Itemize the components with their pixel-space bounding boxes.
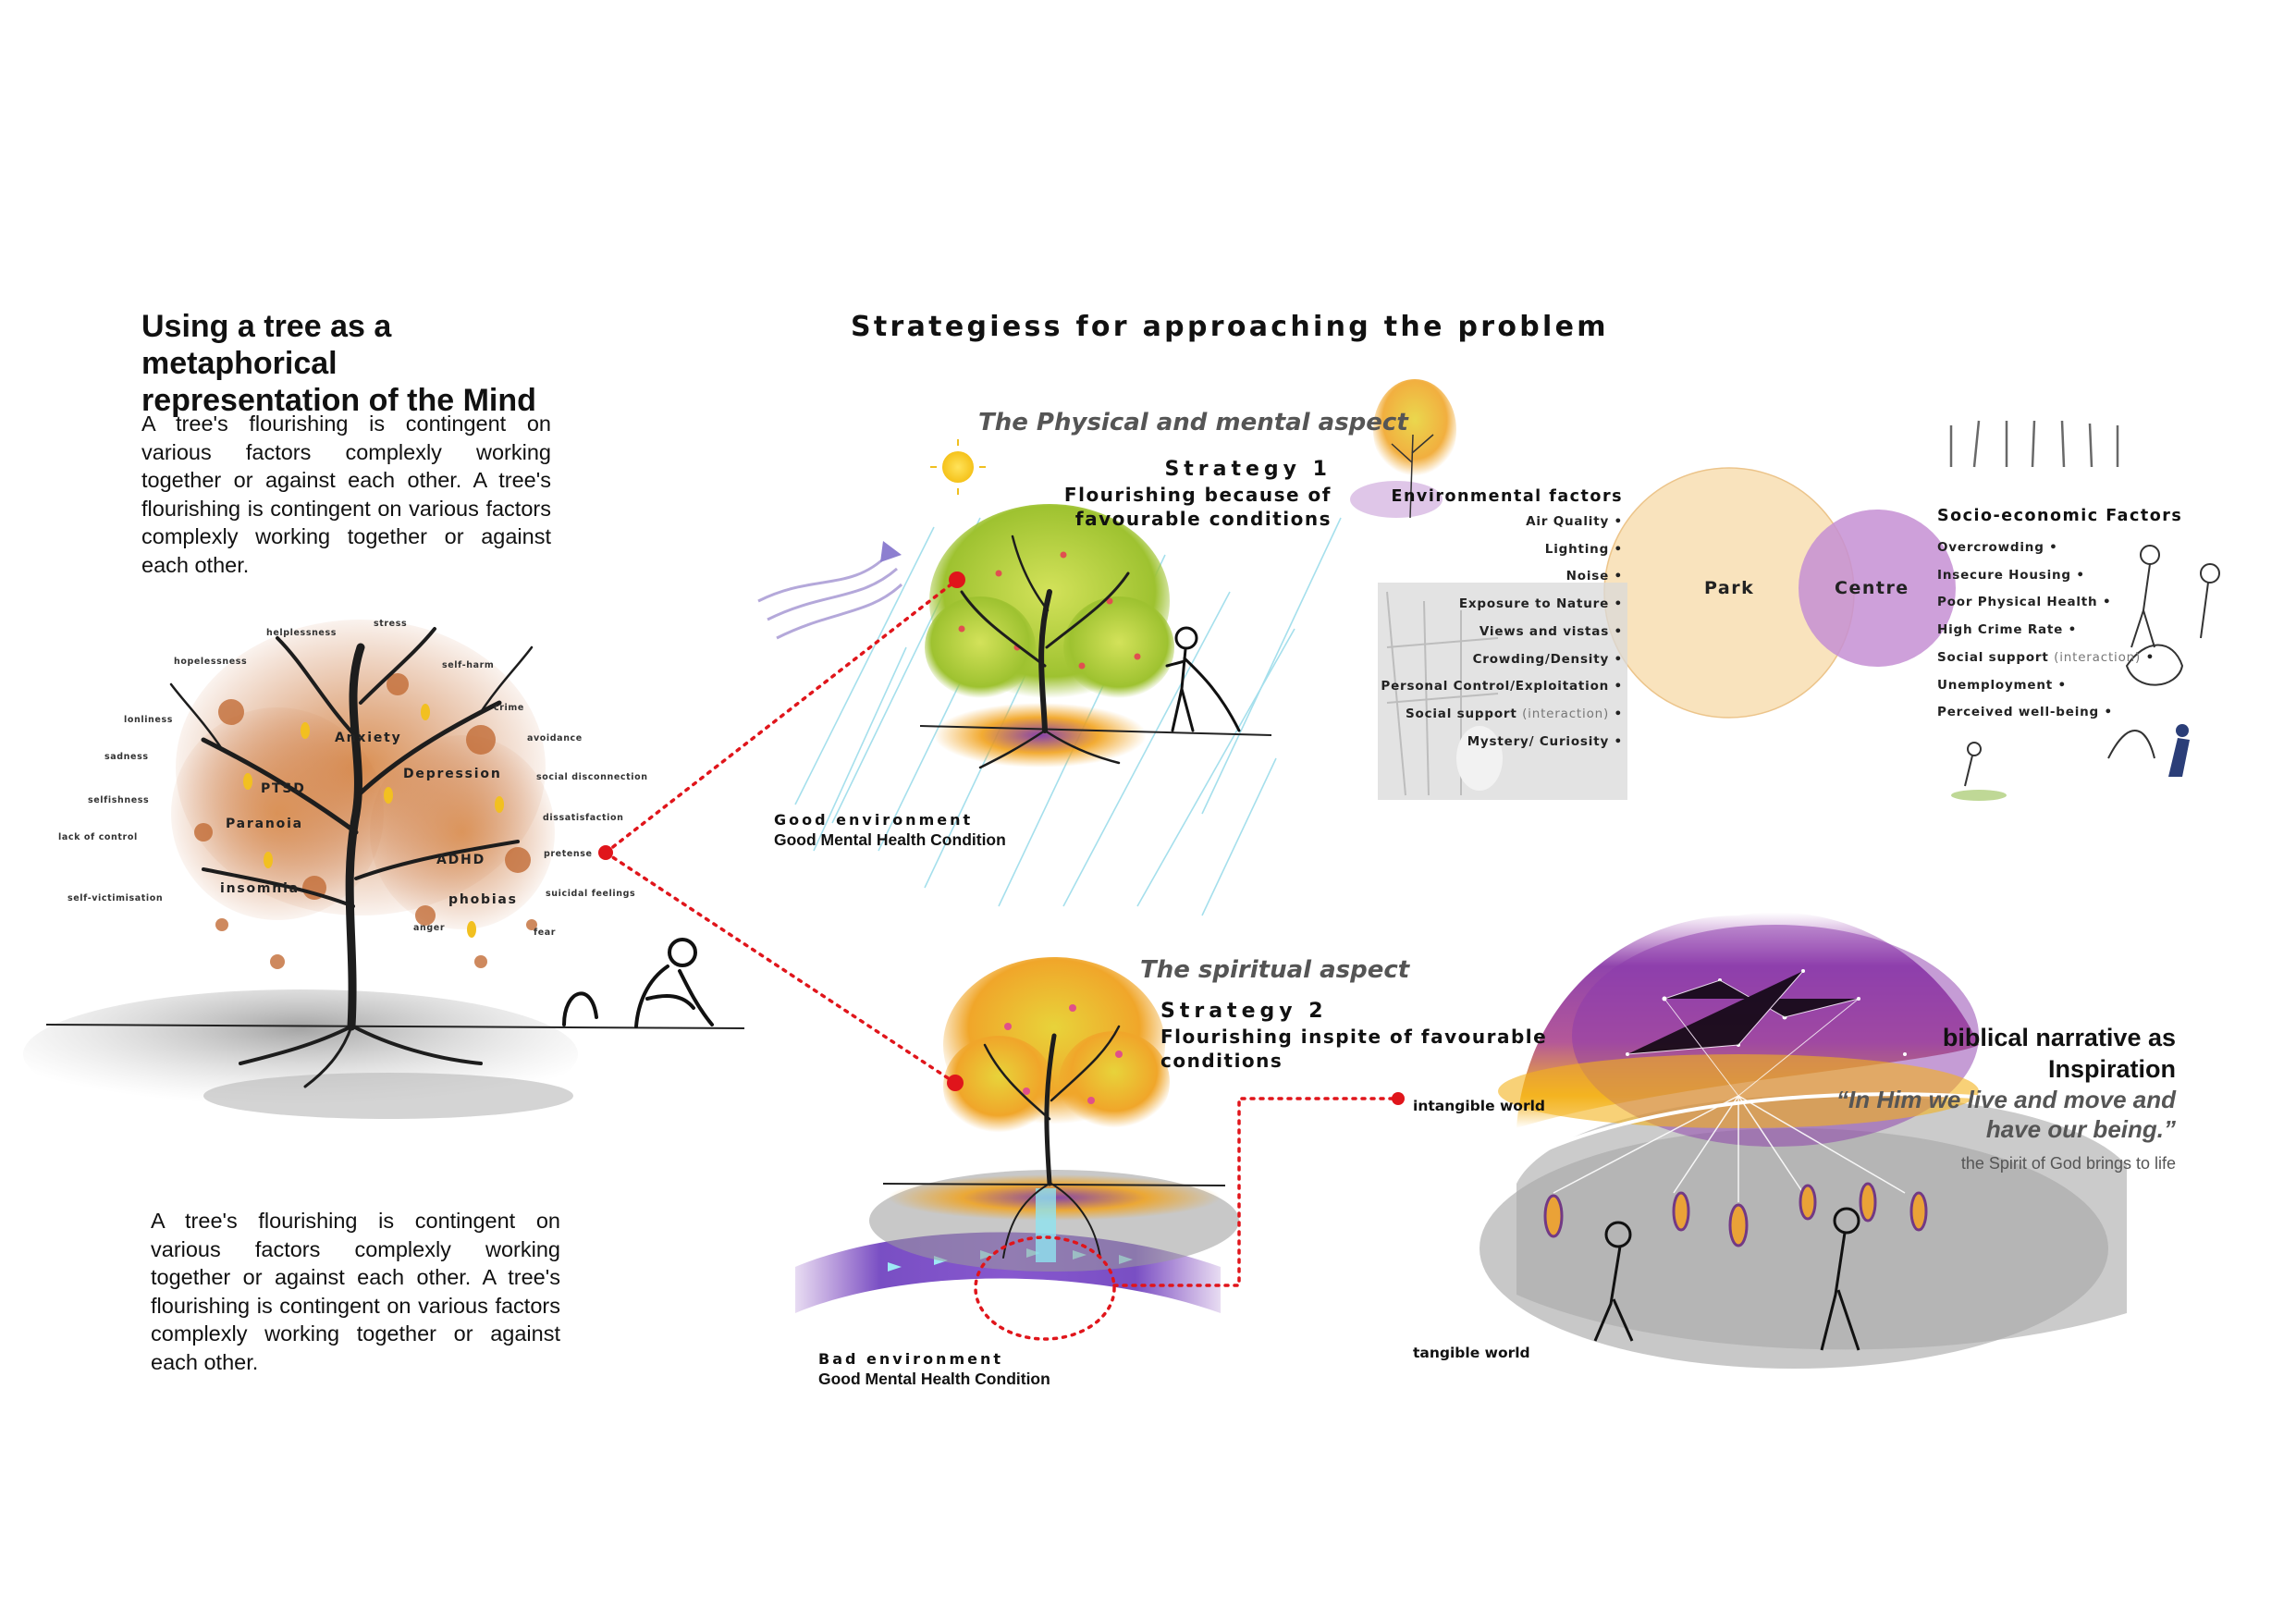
strategy2-number: Strategy 2	[1160, 1000, 1328, 1023]
env-factor: Noise •	[1565, 569, 1623, 584]
biblical-quote-line1: “In Him we live and move and	[1836, 1086, 2176, 1113]
tree-label-big: ADHD	[436, 853, 485, 867]
biblical-quote: “In Him we live and move and have our be…	[1836, 1085, 2176, 1144]
strategy1-line1: Flourishing because of	[1063, 484, 1332, 506]
biblical-subtitle: the Spirit of God brings to life	[1960, 1154, 2176, 1173]
spiritual-aspect-title: The spiritual aspect	[1140, 956, 1410, 984]
socio-factor: Poor Physical Health •	[1937, 595, 2112, 610]
strategy2-block: Strategy 2 Flourishing inspite of favour…	[1160, 999, 1547, 1073]
connector-dots	[598, 571, 1405, 1105]
tree-label: helplessness	[266, 628, 337, 638]
tree-label: stress	[374, 619, 408, 629]
socio-factor: Overcrowding •	[1937, 540, 2058, 555]
tree-label: lonliness	[124, 715, 173, 725]
environmental-factors-list: Environmental factors Air Quality • Ligh…	[1332, 487, 1623, 756]
left-paragraph-top: A tree's flourishing is contingent on va…	[141, 412, 551, 577]
socio-sketches	[1949, 420, 2220, 801]
socio-factors-list: Overcrowding • Insecure Housing • Poor P…	[1937, 535, 2196, 727]
tree-label: self-harm	[442, 660, 495, 670]
env-factor: Social support (interaction) •	[1405, 706, 1623, 721]
strategy1-illustration	[757, 439, 1342, 916]
env-factor: Lighting •	[1544, 541, 1623, 557]
tree-label: selfishness	[88, 795, 150, 805]
env-factor: Air Quality •	[1526, 514, 1623, 529]
left-title-line2: representation of the Mind	[141, 383, 536, 418]
tree-label-big: insomnia	[220, 881, 300, 896]
mind-tree	[23, 620, 745, 1119]
bad-environment-label: Bad environment	[818, 1350, 1004, 1368]
tangible-world-label: tangible world	[1413, 1345, 1530, 1361]
env-factor: Personal Control/Exploitation •	[1381, 679, 1623, 694]
tree-label-big: Anxiety	[335, 731, 402, 745]
strategy2-line1: Flourishing inspite of favourable	[1160, 1026, 1548, 1048]
tree-label: sadness	[104, 752, 149, 762]
connectors	[604, 578, 1400, 1341]
venn-centre-label: Centre	[1835, 578, 1909, 598]
tree-label: crime	[494, 703, 524, 713]
tree-label: anger	[413, 923, 446, 933]
venn-park-label: Park	[1704, 578, 1755, 598]
good-environment-label: Good environment	[774, 811, 974, 829]
strategy2-illustration	[795, 957, 1239, 1313]
socio-factor: Unemployment •	[1937, 677, 2067, 693]
good-condition-label-1: Good Mental Health Condition	[774, 830, 1006, 849]
env-factor: Views and vistas •	[1479, 623, 1623, 639]
biblical-title-line2: Inspiration	[2047, 1055, 2176, 1083]
socio-factor: High Crime Rate •	[1937, 622, 2078, 638]
good-condition-label-2: Good Mental Health Condition	[818, 1370, 1050, 1388]
tree-label: avoidance	[527, 733, 583, 743]
strategy1-block: Strategy 1 Flourishing because of favour…	[1064, 457, 1332, 531]
physical-aspect-title: The Physical and mental aspect	[978, 409, 1408, 436]
socio-factors-heading: Socio-economic Factors	[1937, 507, 2183, 525]
tree-label: social disconnection	[536, 772, 648, 782]
tree-label: hopelessness	[174, 657, 248, 667]
biblical-title-line1: biblical narrative as	[1942, 1024, 2176, 1051]
intangible-world-label: intangible world	[1413, 1098, 1545, 1114]
env-factor: Mystery/ Curiosity •	[1467, 733, 1623, 749]
tree-label: lack of control	[58, 832, 138, 842]
tree-label-big: Paranoia	[226, 817, 303, 831]
left-paragraph-bottom: A tree's flourishing is contingent on va…	[151, 1209, 560, 1374]
biblical-quote-line2: have our being.”	[1985, 1115, 2176, 1143]
socio-factor: Insecure Housing •	[1937, 567, 2085, 583]
tree-label-big: PTSD	[261, 781, 306, 796]
tree-label: fear	[534, 928, 557, 938]
strategy1-number: Strategy 1	[1164, 458, 1332, 481]
left-title-line1: Using a tree as a metaphorical	[141, 309, 392, 381]
left-section-title: Using a tree as a metaphorical represent…	[141, 308, 576, 419]
environment-sketches	[1350, 379, 1627, 800]
env-factor: Exposure to Nature •	[1458, 596, 1623, 612]
socio-factor: Perceived well-being •	[1937, 705, 2113, 720]
venn-diagram	[1603, 467, 1956, 719]
socio-factor: Social support (interaction) •	[1937, 649, 2155, 665]
biblical-title: biblical narrative as Inspiration	[1943, 1022, 2176, 1085]
environmental-factors-heading: Environmental factors	[1391, 487, 1623, 506]
tree-label: self-victimisation	[68, 893, 164, 903]
tree-label-big: Depression	[403, 767, 502, 781]
tree-label: suicidal feelings	[546, 889, 636, 899]
tree-label-big: phobias	[448, 892, 518, 907]
tree-label: dissatisfaction	[543, 813, 624, 823]
strategy1-line2: favourable conditions	[1074, 508, 1332, 530]
strategy2-line2: conditions	[1160, 1050, 1283, 1072]
spiritual-illustration	[1480, 912, 2146, 1369]
page-title: Strategiess for approaching the problem	[851, 311, 1609, 343]
tree-label: pretense	[544, 849, 593, 859]
env-factor: Crowding/Density •	[1472, 651, 1623, 667]
